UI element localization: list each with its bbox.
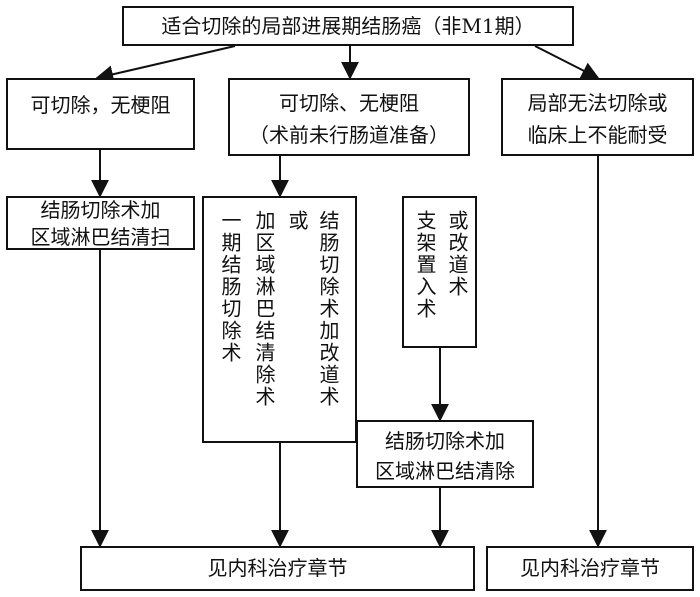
arrow-title-to-right: [534, 45, 600, 79]
branch-right-line1: 局部无法切除或: [527, 91, 668, 115]
stent-next-line2: 区域淋巴结清除: [375, 459, 515, 483]
branch-left-box: 可切除，无梗阻: [6, 78, 195, 150]
branch-left-text: 可切除，无梗阻: [30, 93, 171, 117]
footer-right-text: 见内科治疗章节: [520, 556, 660, 580]
left-step-line2: 区域淋巴结清扫: [30, 225, 171, 249]
branch-right-line2: 临床上不能耐受: [527, 123, 668, 147]
title-text: 适合切除的局部进展期结肠癌（非M1期）: [161, 14, 535, 38]
footer-left-box: 见内科治疗章节: [80, 546, 475, 591]
arrow-title-to-left: [95, 45, 236, 84]
branch-mid-line2: （术前未行肠道准备）: [249, 123, 449, 147]
footer-right-box: 见内科治疗章节: [486, 546, 694, 591]
branch-mid-line1: 可切除、无梗阻: [279, 91, 419, 115]
stent-col1: 支架置入术: [413, 210, 437, 320]
mid-step-box: 一期结肠切除术 加区域淋巴结清除术 或 结肠切除术加改道术: [202, 196, 357, 443]
stent-next-line1: 结肠切除术加: [385, 429, 505, 453]
left-step-line1: 结肠切除术加: [40, 198, 161, 222]
stent-next-box: 结肠切除术加 区域淋巴结清除: [356, 420, 534, 488]
mid-step-col3: 或: [285, 210, 309, 232]
mid-step-col2: 加区域淋巴结清除术: [252, 210, 276, 408]
branch-mid-box: 可切除、无梗阻 （术前未行肠道准备）: [228, 78, 470, 156]
mid-step-col1: 一期结肠切除术: [218, 210, 242, 364]
title-box: 适合切除的局部进展期结肠癌（非M1期）: [122, 6, 574, 46]
left-step-box: 结肠切除术加 区域淋巴结清扫: [6, 196, 195, 250]
mid-step-col4: 结肠切除术加改道术: [316, 210, 340, 408]
footer-left-text: 见内科治疗章节: [207, 556, 348, 580]
stent-col2: 或改道术: [445, 210, 469, 298]
branch-right-box: 局部无法切除或 临床上不能耐受: [501, 78, 694, 156]
stent-box: 支架置入术 或改道术: [402, 196, 477, 348]
